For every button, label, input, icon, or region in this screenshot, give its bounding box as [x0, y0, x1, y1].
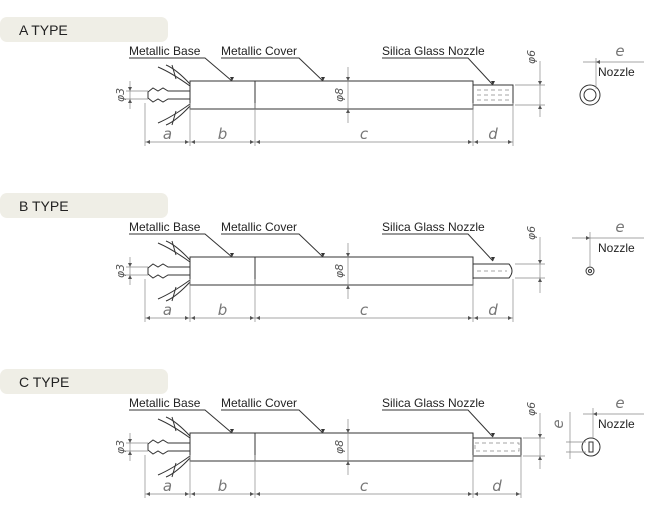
label-metallic-cover: Metallic Cover	[221, 220, 297, 234]
dim-c: c	[360, 301, 369, 319]
silica-glass-nozzle	[473, 263, 513, 279]
dim-phi3: φ3	[114, 264, 127, 278]
dim-e: e	[615, 394, 624, 412]
section-2: B TYPE Metallic Base Metallic Cover Silica …	[0, 193, 644, 322]
section-1: A TYPE Metallic Base Metallic Cover Silica …	[0, 17, 644, 146]
dim-d: d	[488, 301, 498, 319]
dim-d: d	[492, 477, 502, 495]
dim-a: a	[163, 301, 172, 319]
dim-phi8: φ8	[333, 88, 346, 102]
section-header-band	[0, 17, 168, 42]
lead-wires	[157, 416, 191, 478]
metallic-cover	[189, 80, 474, 110]
label-metallic-base: Metallic Base	[129, 44, 201, 58]
section-header: A TYPE	[19, 22, 68, 38]
section-3: C TYPE Metallic Base Metallic Cover Silica …	[0, 369, 644, 498]
dim-b: b	[218, 301, 228, 319]
dim-a: a	[163, 477, 172, 495]
label-silica-glass-nozzle: Silica Glass Nozzle	[382, 396, 485, 410]
dim-phi6: φ6	[525, 226, 538, 240]
label-metallic-cover: Metallic Cover	[221, 44, 297, 58]
dim-phi6: φ6	[525, 50, 538, 64]
dim-a: a	[163, 125, 172, 143]
hose-barb	[147, 87, 190, 103]
dim-phi8: φ8	[333, 440, 346, 454]
dim-phi6: φ6	[525, 402, 538, 416]
label-metallic-cover: Metallic Cover	[221, 396, 297, 410]
lead-wires	[157, 64, 191, 126]
dim-d: d	[488, 125, 498, 143]
hose-barb	[147, 439, 190, 455]
label-nozzle-view: Nozzle	[598, 65, 635, 79]
section-header: B TYPE	[19, 198, 69, 214]
metallic-cover	[189, 256, 474, 286]
label-nozzle-view: Nozzle	[598, 241, 635, 255]
dim-b: b	[218, 125, 228, 143]
metallic-cover	[189, 432, 474, 462]
label-silica-glass-nozzle: Silica Glass Nozzle	[382, 44, 485, 58]
label-silica-glass-nozzle: Silica Glass Nozzle	[382, 220, 485, 234]
section-header: C TYPE	[19, 374, 69, 390]
silica-glass-nozzle	[472, 437, 522, 457]
dim-phi8: φ8	[333, 264, 346, 278]
dim-c: c	[360, 477, 369, 495]
section-header-band	[0, 369, 168, 394]
dim-e: e	[615, 218, 624, 236]
dim-c: c	[360, 125, 369, 143]
dim-phi3: φ3	[114, 88, 127, 102]
label-metallic-base: Metallic Base	[129, 220, 201, 234]
label-metallic-base: Metallic Base	[129, 396, 201, 410]
label-nozzle-view: Nozzle	[598, 417, 635, 431]
dim-phi3: φ3	[114, 440, 127, 454]
dim-b: b	[218, 477, 228, 495]
dim-e-side: e	[549, 419, 567, 428]
hose-barb	[147, 263, 190, 279]
dim-e: e	[615, 42, 624, 60]
lead-wires	[157, 240, 191, 302]
section-header-band	[0, 193, 168, 218]
